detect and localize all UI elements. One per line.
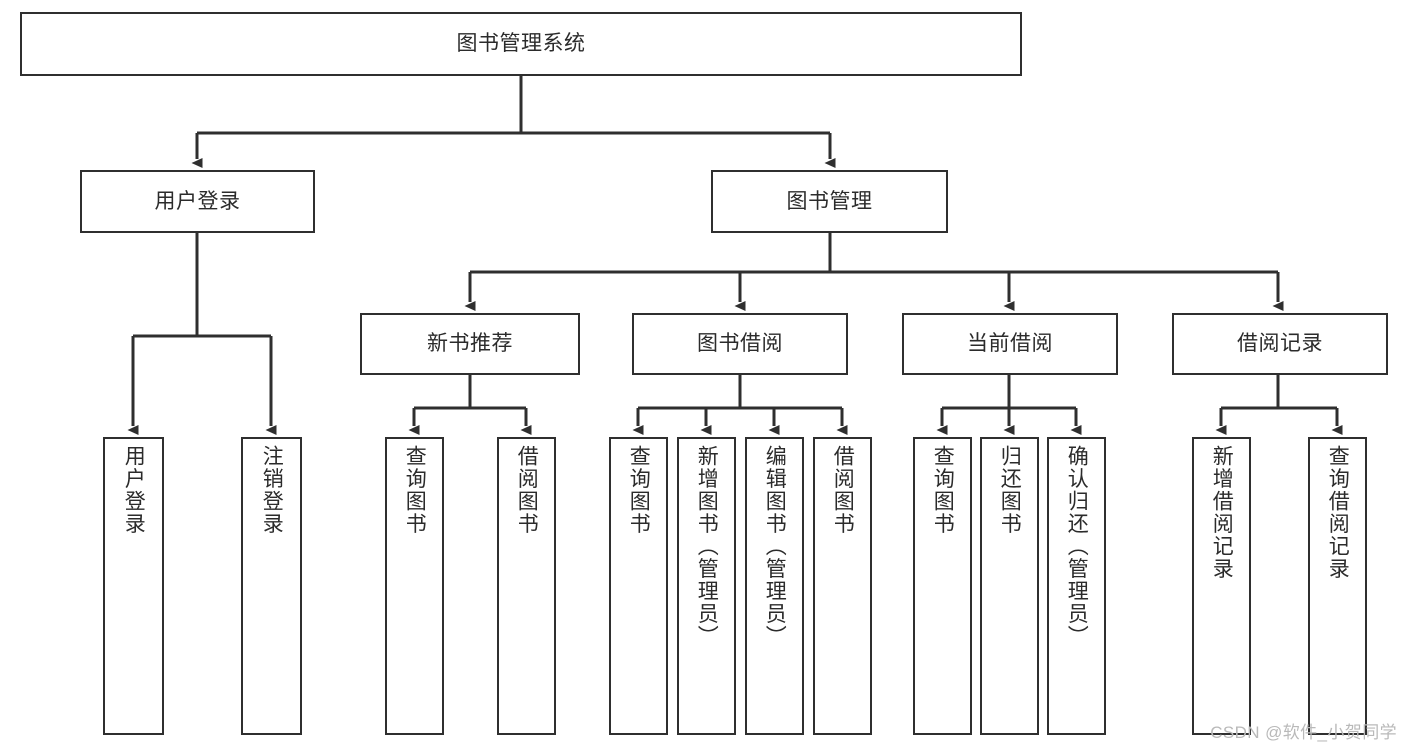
node-borrow-record-label: 借阅记录	[1237, 332, 1323, 356]
node-leaf-borrow-book-2-label: 借阅图书	[831, 445, 855, 535]
node-leaf-borrow-book-1[interactable]: 借阅图书	[497, 437, 556, 735]
node-leaf-query-book-3[interactable]: 查询图书	[913, 437, 972, 735]
node-leaf-query-record[interactable]: 查询借阅记录	[1308, 437, 1367, 735]
node-book-borrow-label: 图书借阅	[697, 332, 783, 356]
node-book-manage[interactable]: 图书管理	[711, 170, 948, 233]
node-leaf-add-record-label: 新增借阅记录	[1210, 445, 1234, 580]
node-leaf-return-book[interactable]: 归还图书	[980, 437, 1039, 735]
node-leaf-query-book-2-label: 查询图书	[627, 445, 651, 535]
node-root-label: 图书管理系统	[456, 32, 586, 56]
watermark: CSDN @软件_小贺同学	[1210, 723, 1397, 742]
node-book-borrow[interactable]: 图书借阅	[632, 313, 848, 375]
node-leaf-add-record[interactable]: 新增借阅记录	[1192, 437, 1251, 735]
node-leaf-return-book-label: 归还图书	[998, 445, 1022, 535]
node-leaf-edit-book[interactable]: 编辑图书（管理员）	[745, 437, 804, 735]
node-borrow-record[interactable]: 借阅记录	[1172, 313, 1388, 375]
node-leaf-logout-label: 注销登录	[260, 445, 284, 535]
node-leaf-borrow-book-1-label: 借阅图书	[515, 445, 539, 535]
edges-bookborrow-to-leaves	[632, 375, 848, 435]
node-user-login-label: 用户登录	[154, 189, 241, 213]
node-leaf-query-book-1[interactable]: 查询图书	[385, 437, 444, 735]
node-leaf-query-book-3-label: 查询图书	[931, 445, 955, 535]
node-leaf-logout[interactable]: 注销登录	[241, 437, 302, 735]
node-leaf-query-book-2[interactable]: 查询图书	[609, 437, 668, 735]
node-leaf-confirm-return-label: 确认归还（管理员）	[1065, 445, 1089, 648]
node-user-login[interactable]: 用户登录	[80, 170, 315, 233]
node-leaf-confirm-return[interactable]: 确认归还（管理员）	[1047, 437, 1106, 735]
node-leaf-add-book[interactable]: 新增图书（管理员）	[677, 437, 736, 735]
node-book-manage-label: 图书管理	[786, 189, 873, 213]
node-leaf-user-login-label: 用户登录	[122, 445, 146, 535]
node-new-book-recommend[interactable]: 新书推荐	[360, 313, 580, 375]
node-current-borrow-label: 当前借阅	[967, 332, 1053, 356]
node-current-borrow[interactable]: 当前借阅	[902, 313, 1118, 375]
node-leaf-query-record-label: 查询借阅记录	[1326, 445, 1350, 580]
node-new-book-recommend-label: 新书推荐	[427, 332, 513, 356]
edges-newbook-to-leaves	[408, 375, 532, 435]
node-root[interactable]: 图书管理系统	[20, 12, 1022, 76]
node-leaf-query-book-1-label: 查询图书	[403, 445, 427, 535]
node-leaf-add-book-label: 新增图书（管理员）	[695, 445, 719, 648]
edges-userlogin-to-leaves	[127, 233, 277, 435]
edges-borrowrecord-to-leaves	[1215, 375, 1343, 435]
edges-currentborrow-to-leaves	[936, 375, 1082, 435]
edges-root-to-level2	[191, 76, 836, 168]
node-leaf-user-login[interactable]: 用户登录	[103, 437, 164, 735]
node-leaf-borrow-book-2[interactable]: 借阅图书	[813, 437, 872, 735]
edges-bookmanage-to-level3	[464, 233, 1284, 311]
node-leaf-edit-book-label: 编辑图书（管理员）	[763, 445, 787, 648]
